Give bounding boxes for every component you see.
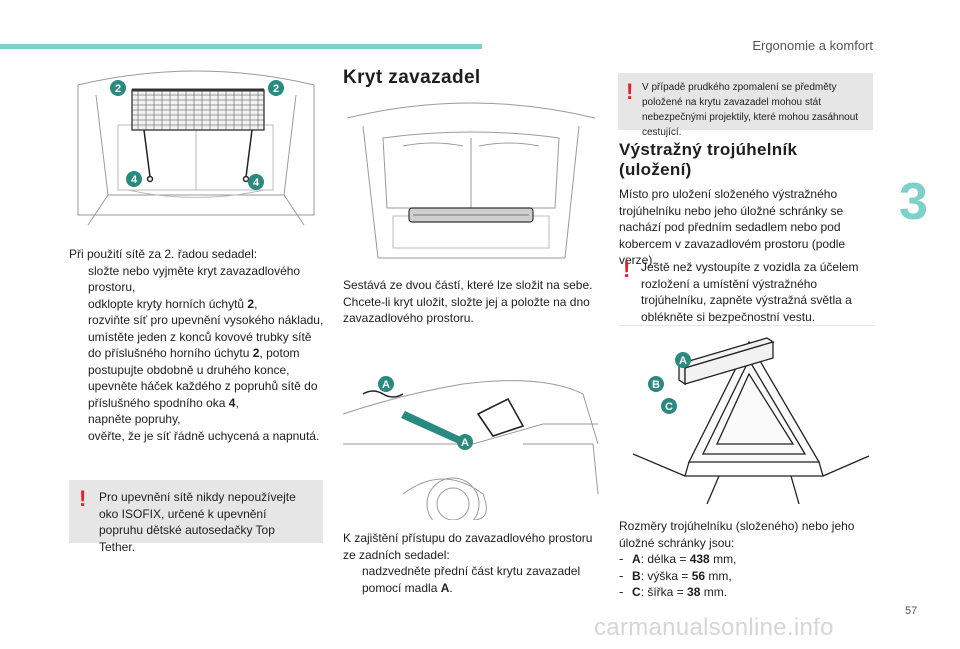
projectile-warning: ! V případě prudkého zpomalení se předmě… — [618, 73, 873, 138]
figure-callout: A — [679, 355, 687, 367]
header-accent-bar — [0, 44, 482, 49]
figure-callout: A — [382, 379, 390, 391]
warning-text: Ještě než vystoupíte z vozidla za účelem… — [641, 260, 859, 324]
cover-access-steps: nadzvedněte přední část krytu zavazadel … — [343, 563, 601, 596]
dimension-label: : výška = — [640, 568, 692, 583]
cargo-net-intro: Při použití sítě za 2. řadou sedadel: — [69, 247, 258, 261]
warning-icon: ! — [626, 79, 634, 104]
dimension-unit: mm, — [709, 552, 737, 566]
reference-mark: 2 — [252, 346, 260, 360]
reference-mark: A — [440, 580, 450, 595]
reference-mark: 4 — [228, 395, 236, 410]
list-item: odklopte kryty horních úchytů 2, — [69, 296, 327, 313]
figure-callout: 2 — [273, 83, 279, 95]
dimensions-list: -A: délka = 438 mm,-B: výška = 56 mm,-C:… — [619, 551, 877, 601]
dimension-item: -C: šířka = 38 mm. — [619, 584, 877, 601]
list-item-text: , — [235, 395, 239, 410]
cover-access-instructions: K zajištění přístupu do zavazadlového pr… — [343, 530, 601, 596]
dimension-letter: A — [632, 552, 641, 566]
triangle-storage-description: Místo pro uložení složeného výstražného … — [619, 187, 846, 267]
list-item: nadzvedněte přední část krytu zavazadel … — [343, 563, 601, 596]
cargo-net-illustration: 2 2 4 4 — [68, 65, 324, 230]
list-item: složte nebo vyjměte kryt zavazadlového p… — [69, 263, 327, 296]
figure-callout: 4 — [131, 174, 138, 186]
dash-bullet: - — [619, 585, 624, 599]
hazard-lights-warning: ! Ještě než vystoupíte z vozidla za účel… — [619, 250, 875, 326]
list-item: umístěte jeden z konců kovové trubky sít… — [69, 329, 327, 379]
dash-bullet: - — [619, 552, 624, 566]
cargo-net-instructions: Při použití sítě za 2. řadou sedadel: sl… — [69, 246, 327, 444]
dimension-label: : šířka = — [640, 585, 688, 599]
luggage-cover-illustration — [343, 98, 600, 270]
section-title-kryt-zavazadel: Kryt zavazadel — [343, 67, 481, 88]
list-item: ověřte, že je síť řádně uchycená a napnu… — [69, 428, 327, 445]
dimension-unit: mm. — [700, 585, 728, 599]
figure-callout: A — [461, 437, 469, 449]
cover-access-illustration: A A — [343, 354, 600, 520]
list-item-text: , potom postupujte obdobně u druhého kon… — [88, 346, 300, 377]
section-title-triangle: Výstražný trojúhelník (uložení) — [619, 140, 797, 180]
dimension-item: -B: výška = 56 mm, — [619, 568, 877, 585]
section-title-line2: (uložení) — [619, 160, 692, 179]
list-item-text: umístěte jeden z konců kovové trubky sít… — [88, 329, 312, 361]
figure-callout: B — [652, 379, 660, 391]
list-item-text: upevněte háček každého z popruhů sítě do… — [88, 379, 318, 410]
dimension-label: : délka = — [640, 552, 690, 566]
warning-triangle-illustration: A B C — [619, 332, 875, 518]
list-item-text: ověřte, že je síť řádně uchycená a napnu… — [88, 428, 320, 443]
list-item-text: . — [449, 580, 453, 595]
warning-icon: ! — [79, 486, 87, 511]
dimensions-intro: Rozměry trojúhelníku (složeného) nebo je… — [619, 519, 855, 550]
reference-mark: 2 — [247, 296, 255, 311]
dimension-item: -A: délka = 438 mm, — [619, 551, 877, 568]
chapter-title: Ergonomie a komfort — [752, 38, 873, 53]
warning-text: V případě prudkého zpomalení se předměty… — [642, 82, 859, 138]
dimension-letter: C — [632, 585, 641, 599]
chapter-number: 3 — [899, 173, 928, 231]
watermark: carmanualsonline.info — [594, 614, 834, 641]
list-item-text: složte nebo vyjměte kryt zavazadlového p… — [88, 263, 301, 295]
isofix-warning: ! Pro upevnění sítě nikdy nepoužívejte o… — [69, 480, 323, 554]
list-item: napněte popruhy, — [69, 411, 327, 428]
list-item-text: , — [254, 296, 258, 311]
list-item-text: napněte popruhy, — [88, 412, 181, 426]
warning-text: Pro upevnění sítě nikdy nepoužívejte oko… — [99, 490, 296, 554]
list-item: upevněte háček každého z popruhů sítě do… — [69, 378, 327, 411]
dimension-value: 438 — [689, 552, 710, 566]
list-item-text: nadzvedněte přední část krytu zavazadel … — [362, 564, 581, 595]
warning-icon: ! — [623, 257, 631, 282]
cargo-net-steps: složte nebo vyjměte kryt zavazadlového p… — [69, 263, 327, 445]
cover-access-intro: K zajištění přístupu do zavazadlového pr… — [343, 531, 593, 562]
page-number: 57 — [905, 605, 918, 617]
list-item: rozviňte síť pro upevnění vysokého nákla… — [69, 312, 327, 329]
list-item-text: rozviňte síť pro upevnění vysokého nákla… — [88, 313, 324, 327]
dimension-value: 56 — [691, 568, 706, 583]
dimension-letter: B — [632, 568, 641, 583]
figure-callout: C — [665, 401, 673, 413]
figure-callout: 4 — [253, 177, 260, 189]
figure-callout: 2 — [115, 83, 121, 95]
list-item-text: odklopte kryty horních úchytů — [88, 296, 248, 311]
luggage-cover-description: Sestává ze dvou částí, které lze složit … — [343, 278, 593, 325]
triangle-dimensions: Rozměry trojúhelníku (složeného) nebo je… — [619, 518, 877, 601]
dimension-unit: mm, — [705, 568, 732, 583]
section-title-line1: Výstražný trojúhelník — [619, 140, 798, 159]
dash-bullet: - — [619, 568, 624, 583]
dimension-value: 38 — [687, 585, 701, 599]
